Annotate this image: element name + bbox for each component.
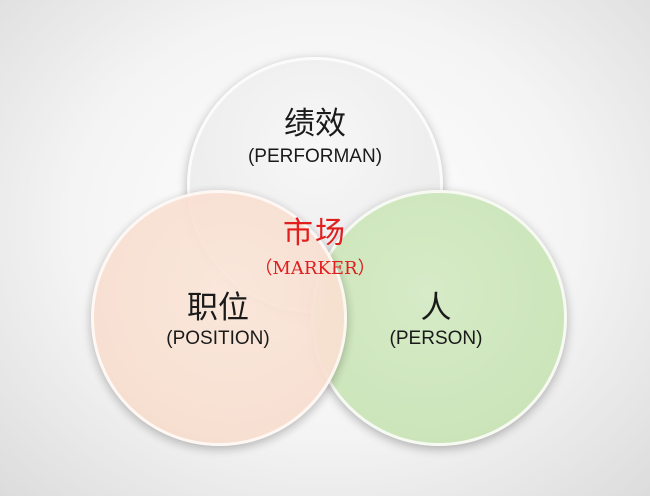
position-label-zh: 职位 — [187, 290, 249, 326]
person-label-zh: 人 — [420, 290, 452, 326]
position-circle — [91, 190, 347, 446]
market-label-en: （MARKER） — [254, 258, 376, 279]
person-circle — [311, 190, 567, 446]
market-label-zh: 市场 — [283, 216, 347, 251]
position-label-en: (POSITION) — [166, 328, 270, 349]
performance-label-en: (PERFORMAN) — [247, 146, 383, 167]
performance-label-zh: 绩效 — [284, 106, 346, 142]
person-label-en: (PERSON) — [389, 328, 483, 349]
